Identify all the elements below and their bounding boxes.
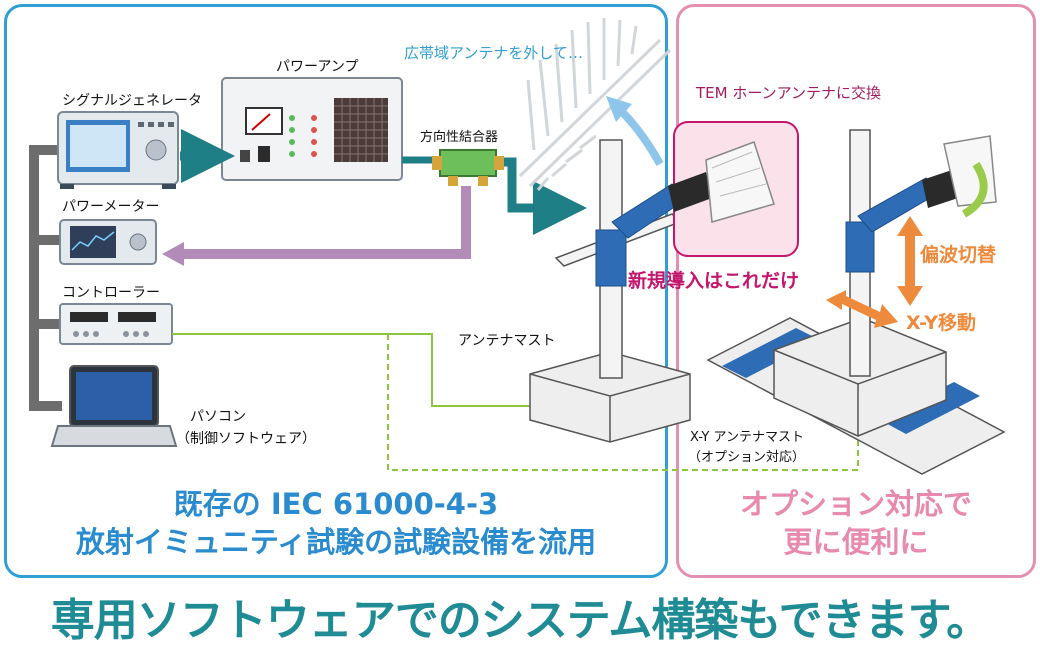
label-pc-line2: （制御ソフトウェア） (176, 431, 316, 447)
label-xy-mast-line2: （オプション対応） (688, 450, 806, 465)
callout-polarization: 偏波切替 (920, 244, 997, 266)
feedback-line (180, 186, 471, 259)
signal-generator-device (57, 111, 179, 189)
label-tem-horn: TEM ホーンアンテナに交換 (696, 84, 882, 102)
feedback-arrowhead (162, 242, 184, 266)
directional-coupler-device (432, 149, 504, 186)
swap-arrowhead (606, 96, 632, 122)
caption-right-line1: オプション対応で (739, 487, 972, 521)
label-signal-generator: シグナルジェネレータ (62, 93, 202, 109)
label-xy-mast-line1: X-Y アンテナマスト (690, 430, 804, 445)
label-wideband-antenna: 広帯域アンテナを外して… (404, 44, 583, 62)
control-cable-bus (29, 145, 62, 411)
caption-left-line2: 放射イミュニティ試験の試験設備を流用 (75, 525, 597, 559)
rf-arrow-coupler-to-antenna (504, 157, 587, 235)
label-antenna-mast: アンテナマスト (458, 333, 556, 349)
label-controller: コントローラー (62, 285, 160, 301)
power-meter-device (59, 219, 157, 265)
power-amplifier-device (221, 77, 403, 181)
label-directional-coupler: 方向性結合器 (420, 130, 499, 145)
label-pc-line1: パソコン (190, 409, 246, 425)
caption-right-line2: 更に便利に (783, 525, 929, 559)
tem-horn-antenna (668, 141, 775, 223)
option-panel (676, 4, 1036, 578)
antenna-mast-left (529, 139, 691, 443)
label-power-meter: パワーメーター (62, 199, 160, 215)
control-line-mast (172, 333, 532, 407)
control-line-xy-mast-dashed (387, 334, 859, 471)
bottom-banner: 専用ソフトウェアでのシステム構築もできます。 (50, 595, 991, 646)
wideband-antenna (518, 18, 672, 191)
label-power-amp: パワーアンプ (276, 59, 359, 75)
caption-left-line1: 既存の IEC 61000-4-3 (173, 487, 499, 521)
callout-new-only: 新規導入はこれだけ (628, 270, 800, 292)
polarization-rotate-arrow (961, 161, 988, 218)
existing-setup-panel (4, 4, 668, 578)
orange-move-arrows (826, 216, 923, 328)
callout-xy-move: X-Y移動 (906, 312, 976, 334)
pc-laptop (50, 365, 178, 447)
controller-device (59, 303, 173, 345)
